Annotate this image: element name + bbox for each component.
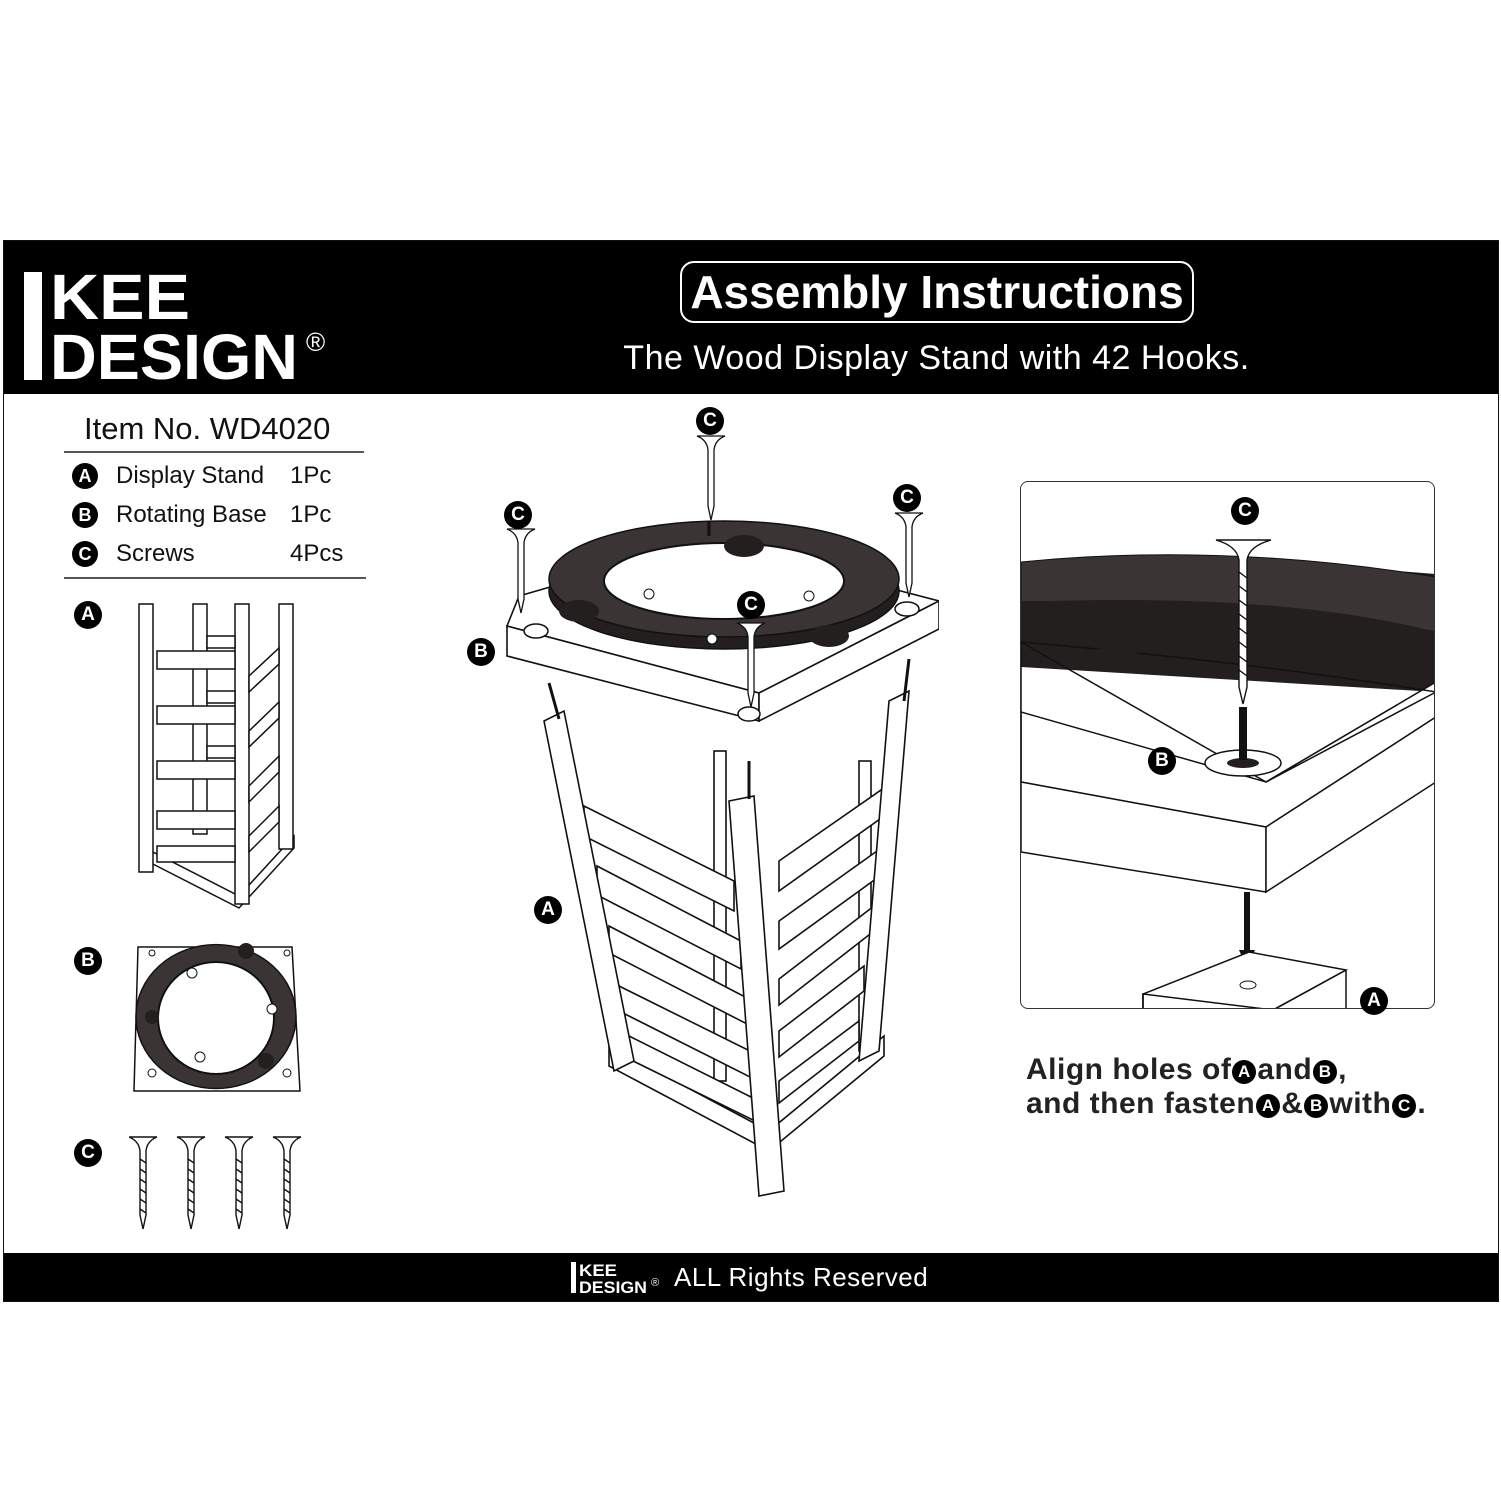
- label-c: C: [1231, 497, 1259, 525]
- part-name: Display Stand: [116, 462, 265, 489]
- divider: [64, 451, 364, 453]
- svg-text:KEE: KEE: [50, 267, 190, 333]
- part-badge: A: [72, 463, 98, 489]
- part-qty: 4Pcs: [290, 540, 344, 567]
- label-c: C: [737, 591, 765, 619]
- svg-text:®: ®: [651, 1277, 659, 1289]
- brand-logo-mark: KEE DESIGN ®: [24, 267, 325, 387]
- display-stand-illustration: [138, 603, 295, 909]
- label-c: C: [893, 484, 921, 512]
- part-badge: C: [72, 541, 98, 567]
- svg-text:DESIGN: DESIGN: [579, 1278, 647, 1295]
- part-badge: B: [72, 502, 98, 528]
- part-name: Rotating Base: [116, 501, 267, 528]
- label-b: B: [74, 947, 102, 975]
- label-b: B: [1148, 747, 1176, 775]
- svg-text:KEE: KEE: [579, 1261, 617, 1280]
- item-number: Item No. WD4020: [84, 411, 331, 446]
- svg-text:®: ®: [306, 327, 325, 357]
- svg-text:DESIGN: DESIGN: [50, 321, 298, 387]
- detail-panel: [1020, 481, 1435, 1009]
- page-subtitle: The Wood Display Stand with 42 Hooks.: [623, 339, 1250, 377]
- list-item: B Rotating Base 1Pc: [72, 498, 372, 537]
- instruction-sheet: KEE DESIGN ® Assembly Instructions The W…: [3, 240, 1499, 1302]
- list-item: C Screws 4Pcs: [72, 537, 372, 576]
- copyright-text: ALL Rights Reserved: [674, 1262, 929, 1292]
- parts-list: A Display Stand 1Pc B Rotating Base 1Pc …: [72, 459, 372, 576]
- label-c: C: [74, 1139, 102, 1167]
- footer-bar: KEE DESIGN ® ALL Rights Reserved: [4, 1253, 1498, 1301]
- part-qty: 1Pc: [290, 501, 332, 528]
- rotating-base-illustration: [133, 943, 301, 1092]
- list-item: A Display Stand 1Pc: [72, 459, 372, 498]
- detail-illustration: [1021, 539, 1434, 1008]
- assembly-exploded-view: [505, 435, 939, 1197]
- label-a: A: [1360, 987, 1388, 1015]
- header-bar: KEE DESIGN ® Assembly Instructions The W…: [4, 241, 1498, 394]
- label-a: A: [74, 601, 102, 629]
- divider: [64, 577, 366, 579]
- label-a: A: [534, 896, 562, 924]
- label-c: C: [696, 407, 724, 435]
- screws-illustration: [129, 1136, 302, 1230]
- page-title: Assembly Instructions: [680, 261, 1194, 323]
- label-b: B: [467, 638, 495, 666]
- footer-logo: KEE DESIGN ®: [571, 1261, 659, 1295]
- part-name: Screws: [116, 540, 195, 567]
- label-c: C: [504, 501, 532, 529]
- part-qty: 1Pc: [290, 462, 332, 489]
